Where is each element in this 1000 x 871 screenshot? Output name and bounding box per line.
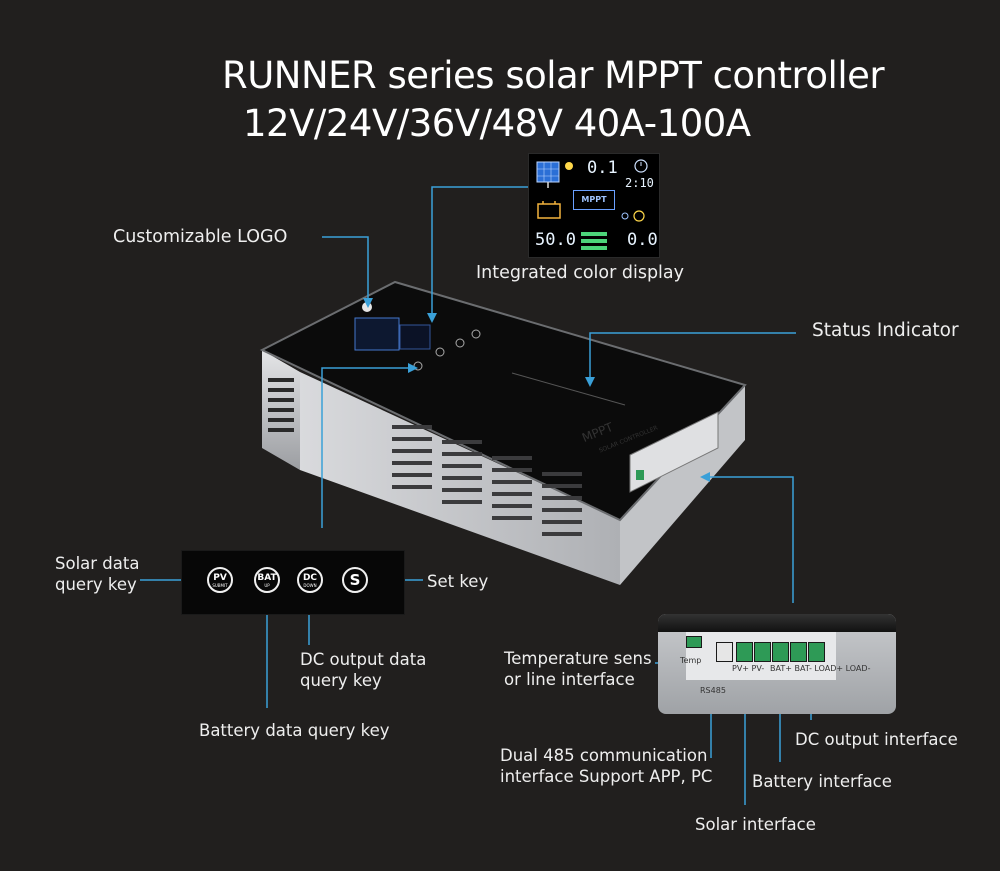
dc-key-callout-line2: query key	[300, 671, 382, 690]
status-callout: Status Indicator	[812, 320, 959, 341]
battery-icon	[537, 201, 561, 219]
terminal-rs485-label: RS485	[700, 686, 726, 695]
lcd-right-value: 0.0	[627, 230, 658, 250]
level-bars-icon	[581, 232, 607, 250]
sun-icon	[565, 162, 573, 170]
lcd-top-value: 0.1	[587, 158, 618, 178]
title-line-1: RUNNER series solar MPPT controller	[222, 54, 885, 97]
solar-callout: Solar interface	[695, 815, 816, 834]
front-vents	[392, 425, 582, 536]
rs485-callout-line2: interface Support APP, PC	[500, 767, 713, 786]
rs485-callout-line1: Dual 485 communication	[500, 746, 708, 765]
set-key-callout: Set key	[427, 572, 489, 591]
temp-callout-line2: or line interface	[504, 670, 635, 689]
lcd-zoom-panel: 0.1 2:10 MPPT 50.0 0.0	[528, 153, 660, 258]
dc-output-callout: DC output interface	[795, 730, 958, 749]
device-lcd	[354, 317, 400, 351]
display-callout: Integrated color display	[476, 263, 685, 283]
terminal-pv-labels: PV+ PV-	[732, 664, 765, 673]
dc-key-callout-line1: DC output data	[300, 650, 427, 669]
lcd-mppt-badge: MPPT	[573, 190, 615, 210]
clock-icon	[634, 159, 648, 173]
left-vents	[268, 378, 294, 432]
bulb-icon	[633, 210, 645, 222]
solar-panel-icon	[536, 161, 560, 188]
logo-callout: Customizable LOGO	[113, 227, 288, 247]
solar-key-callout-line1: Solar data	[55, 554, 140, 573]
plug-icon	[621, 212, 629, 220]
solar-key-callout-line2: query key	[55, 575, 137, 594]
battery-key-callout: Battery data query key	[199, 721, 390, 740]
terminal-temp-label: Temp	[680, 656, 702, 665]
terminal-zoom-panel: Temp RS485 PV+ PV- BAT+ BAT- LOAD+ LOAD-	[658, 614, 896, 714]
title-line-2: 12V/24V/36V/48V 40A-100A	[243, 102, 751, 145]
lcd-time: 2:10	[625, 176, 654, 190]
terminal-bat-load-labels: BAT+ BAT- LOAD+ LOAD-	[770, 664, 871, 673]
lcd-left-value: 50.0	[535, 230, 576, 250]
temp-callout-line1: Temperature sens	[504, 649, 652, 668]
set-key[interactable]: S	[342, 567, 368, 593]
device-terminal-block	[629, 411, 719, 493]
battery-callout: Battery interface	[752, 772, 892, 791]
